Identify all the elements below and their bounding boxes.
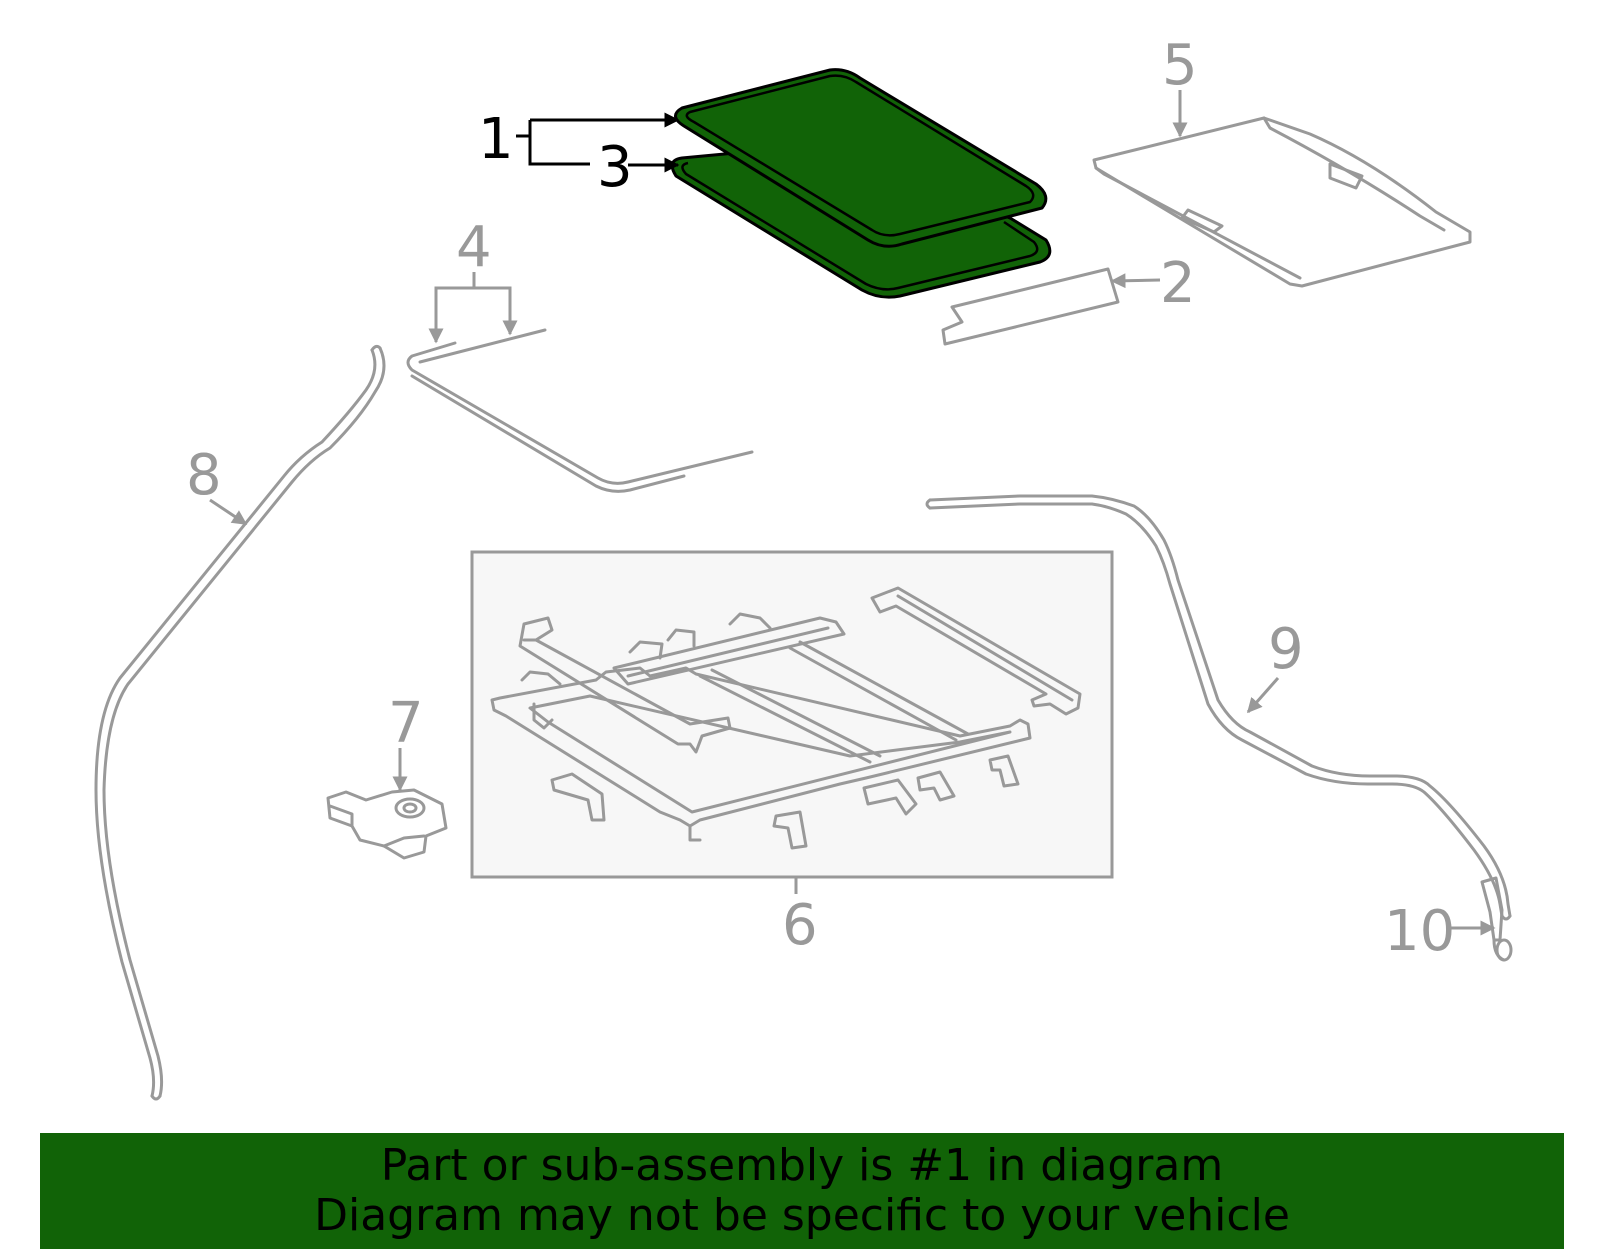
part-6-frame-assembly[interactable] (470, 550, 1114, 879)
info-banner: Part or sub-assembly is #1 in diagram Di… (40, 1133, 1564, 1249)
callout-5[interactable]: 5 (1162, 33, 1198, 98)
leader-lines (209, 90, 1496, 936)
callout-7[interactable]: 7 (388, 691, 424, 756)
part-8-front-drain-hose[interactable] (94, 344, 386, 1101)
callout-labels: 1 3 2 5 4 8 7 6 9 10 (186, 33, 1455, 964)
part-7-sunroof-motor[interactable] (326, 788, 448, 860)
callout-8[interactable]: 8 (186, 443, 222, 508)
callout-3[interactable]: 3 (597, 135, 633, 200)
part-10-clip[interactable] (1480, 876, 1513, 962)
part-4-weatherstrip[interactable] (406, 328, 754, 493)
part-5-sunshade[interactable] (1092, 116, 1472, 288)
callout-10[interactable]: 10 (1384, 899, 1455, 964)
callout-2[interactable]: 2 (1160, 251, 1196, 316)
callout-4[interactable]: 4 (456, 215, 492, 280)
banner-line-1: Part or sub-assembly is #1 in diagram (380, 1140, 1224, 1191)
banner-line-2: Diagram may not be specific to your vehi… (314, 1190, 1290, 1241)
callout-1[interactable]: 1 (478, 107, 514, 172)
callout-6[interactable]: 6 (782, 893, 818, 958)
part-2-deflector[interactable] (941, 267, 1120, 346)
callout-9[interactable]: 9 (1268, 617, 1304, 682)
